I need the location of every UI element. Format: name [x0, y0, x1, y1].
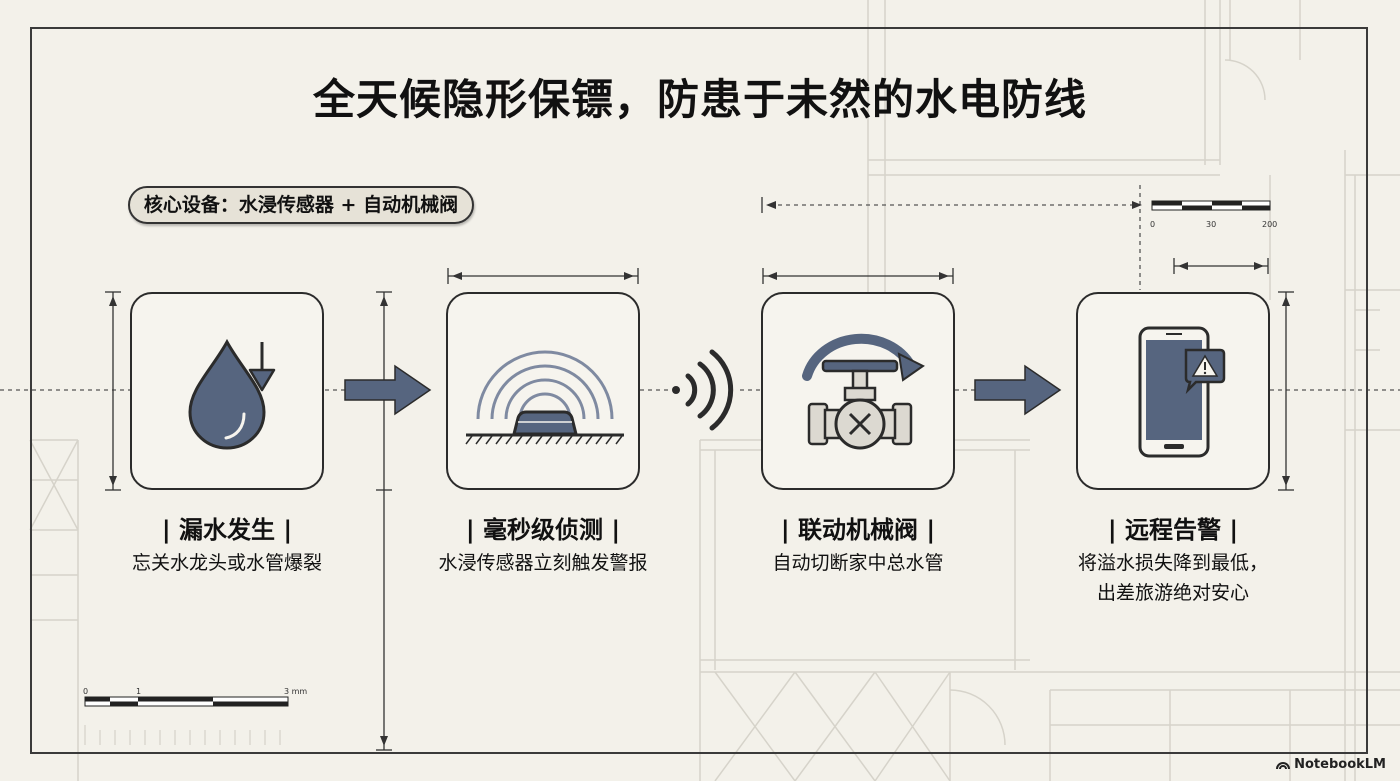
sensor-wave-icon [465, 350, 624, 445]
step-card-alert [1076, 292, 1270, 490]
step-desc-detect: 水浸传感器立刻触发警报 [438, 552, 648, 574]
scale-bottom-label-0: 0 [83, 687, 89, 696]
valve-icon [802, 333, 925, 450]
slide-frame [30, 27, 1368, 754]
notebooklm-logo: NotebookLM [1276, 755, 1386, 773]
step-title-valve: | 联动机械阀 | [780, 516, 936, 544]
step-title-leak: | 漏水发生 | [161, 516, 293, 544]
phone-alert-icon [1138, 326, 1226, 458]
arrow-1 [344, 364, 432, 416]
step-desc-alert-line-1: 将溢水损失降到最低， [1077, 552, 1268, 574]
step-title-detect: | 毫秒级侦测 | [465, 516, 621, 544]
scale-top-label-0: 0 [1150, 220, 1156, 229]
water-drop-icon [188, 338, 276, 450]
core-device-badge: 核心设备：水浸传感器 + 自动机械阀 [128, 186, 474, 224]
step-title-alert: | 远程告警 | [1107, 516, 1239, 544]
logo-text: NotebookLM [1294, 756, 1386, 772]
step-desc-alert-line-2: 出差旅游绝对安心 [1096, 582, 1249, 604]
wireless-signal-icon [672, 349, 734, 431]
notebooklm-icon [1276, 762, 1291, 770]
step-desc-valve: 自动切断家中总水管 [772, 552, 944, 574]
step-card-detect [446, 292, 640, 490]
scale-bottom-label-1: 1 [136, 687, 142, 696]
arrow-3 [974, 364, 1062, 416]
step-card-valve [761, 292, 955, 490]
scale-top-label-2: 200 [1262, 220, 1278, 229]
page-title: 全天候隐形保镖，防患于未然的水电防线 [312, 75, 1087, 124]
step-card-leak [130, 292, 324, 490]
step-desc-alert: 将溢水损失降到最低， 出差旅游绝对安心 [1013, 548, 1333, 608]
scale-bottom-label-2: 3 mm [284, 687, 308, 696]
step-desc-leak: 忘关水龙头或水管爆裂 [131, 552, 322, 574]
scale-top-label-1: 30 [1206, 220, 1217, 229]
